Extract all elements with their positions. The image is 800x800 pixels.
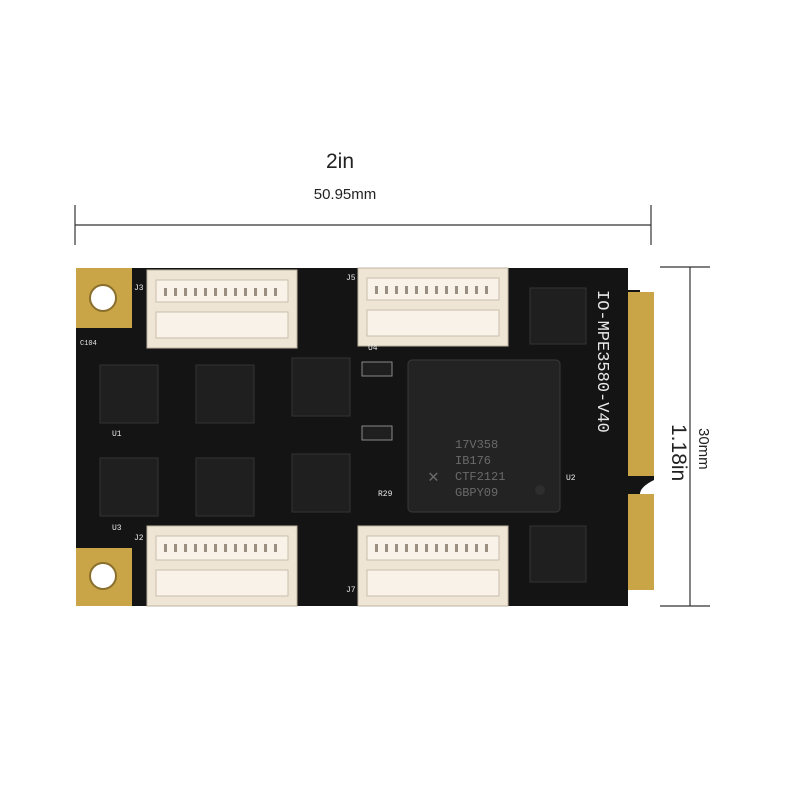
width-mm-label: 50.95mm bbox=[313, 186, 377, 203]
connector-pin bbox=[264, 544, 267, 552]
connector-pin bbox=[425, 286, 428, 294]
main-chip-logo: ✕ bbox=[428, 468, 439, 488]
connector-j7 bbox=[357, 525, 509, 607]
chip-u10 bbox=[529, 525, 587, 583]
connector-pin bbox=[184, 544, 187, 552]
connector-pin bbox=[274, 288, 277, 296]
chip-u12 bbox=[195, 364, 255, 424]
connector-pins bbox=[164, 286, 488, 552]
connector-j2 bbox=[146, 525, 298, 607]
connector-pin bbox=[214, 288, 217, 296]
connector-pin bbox=[174, 288, 177, 296]
connector-pin bbox=[475, 544, 478, 552]
connector-pin bbox=[254, 544, 257, 552]
connector-pin bbox=[385, 286, 388, 294]
chip-u5 bbox=[195, 457, 255, 517]
chip-u9 bbox=[291, 453, 351, 513]
ref-j5: J5 bbox=[346, 274, 356, 283]
connector-j5 bbox=[357, 267, 509, 347]
mounting-hole-top bbox=[76, 268, 132, 328]
connector-pin bbox=[455, 544, 458, 552]
connector-pin bbox=[244, 544, 247, 552]
ref-j2: J2 bbox=[134, 534, 144, 543]
main-chip-line-4: GBPY09 bbox=[455, 486, 498, 500]
connector-pin bbox=[244, 288, 247, 296]
chip-u4 bbox=[361, 361, 393, 441]
main-chip-line-1: 17V358 bbox=[455, 438, 498, 452]
connector-pin bbox=[194, 544, 197, 552]
board-model-label: IO-MPE3580-V40 bbox=[592, 290, 611, 433]
ref-r29: R29 bbox=[378, 490, 393, 499]
connector-pin bbox=[435, 544, 438, 552]
connector-pin bbox=[214, 544, 217, 552]
connector-pin bbox=[385, 544, 388, 552]
connector-pin bbox=[164, 544, 167, 552]
connector-pin bbox=[405, 286, 408, 294]
main-controller-chip: 17V358 IB176 CTF2121 GBPY09 ✕ bbox=[407, 359, 561, 513]
connector-pin bbox=[224, 288, 227, 296]
connector-pin bbox=[264, 288, 267, 296]
connector-pin bbox=[485, 286, 488, 294]
connector-pin bbox=[254, 288, 257, 296]
connector-pin bbox=[485, 544, 488, 552]
connector-pin bbox=[164, 288, 167, 296]
connector-j3 bbox=[146, 269, 298, 349]
connector-pin bbox=[204, 288, 207, 296]
ref-u2: U2 bbox=[566, 474, 576, 483]
connector-pin bbox=[445, 286, 448, 294]
chip-u7 bbox=[291, 357, 351, 417]
ref-j7: J7 bbox=[346, 586, 356, 595]
width-dimension-line bbox=[74, 205, 652, 245]
chip-u3 bbox=[99, 457, 159, 517]
ref-u1: U1 bbox=[112, 430, 122, 439]
connector-pin bbox=[425, 544, 428, 552]
gold-edge-fingers bbox=[628, 292, 654, 590]
pcb-board: 17V358 IB176 CTF2121 GBPY09 ✕ IO-MPE3580… bbox=[76, 267, 654, 607]
width-inches-label: 2in bbox=[325, 150, 355, 173]
connector-pin bbox=[475, 286, 478, 294]
main-chip-line-3: CTF2121 bbox=[455, 470, 505, 484]
connector-pin bbox=[375, 544, 378, 552]
mounting-hole-bottom bbox=[76, 548, 132, 606]
connector-pin bbox=[184, 288, 187, 296]
connector-pin bbox=[204, 544, 207, 552]
ref-u3: U3 bbox=[112, 524, 122, 533]
chip-u11 bbox=[99, 364, 159, 424]
ref-j3: J3 bbox=[134, 284, 144, 293]
connector-pin bbox=[375, 286, 378, 294]
connector-pin bbox=[415, 544, 418, 552]
main-chip-line-2: IB176 bbox=[455, 454, 491, 468]
connector-pin bbox=[194, 288, 197, 296]
height-dimension-line bbox=[660, 266, 710, 607]
ref-c104: C104 bbox=[80, 340, 97, 348]
connector-pin bbox=[234, 288, 237, 296]
connector-pin bbox=[395, 544, 398, 552]
connector-pin bbox=[445, 544, 448, 552]
connector-pin bbox=[234, 544, 237, 552]
connector-pin bbox=[395, 286, 398, 294]
connector-pin bbox=[174, 544, 177, 552]
connector-pin bbox=[455, 286, 458, 294]
connector-pin bbox=[274, 544, 277, 552]
connector-pin bbox=[435, 286, 438, 294]
connector-pin bbox=[224, 544, 227, 552]
connector-pin bbox=[405, 544, 408, 552]
connector-pin bbox=[465, 286, 468, 294]
ref-u4: U4 bbox=[368, 344, 378, 353]
connector-pin bbox=[465, 544, 468, 552]
chip-u8 bbox=[529, 287, 587, 345]
connector-pin bbox=[415, 286, 418, 294]
